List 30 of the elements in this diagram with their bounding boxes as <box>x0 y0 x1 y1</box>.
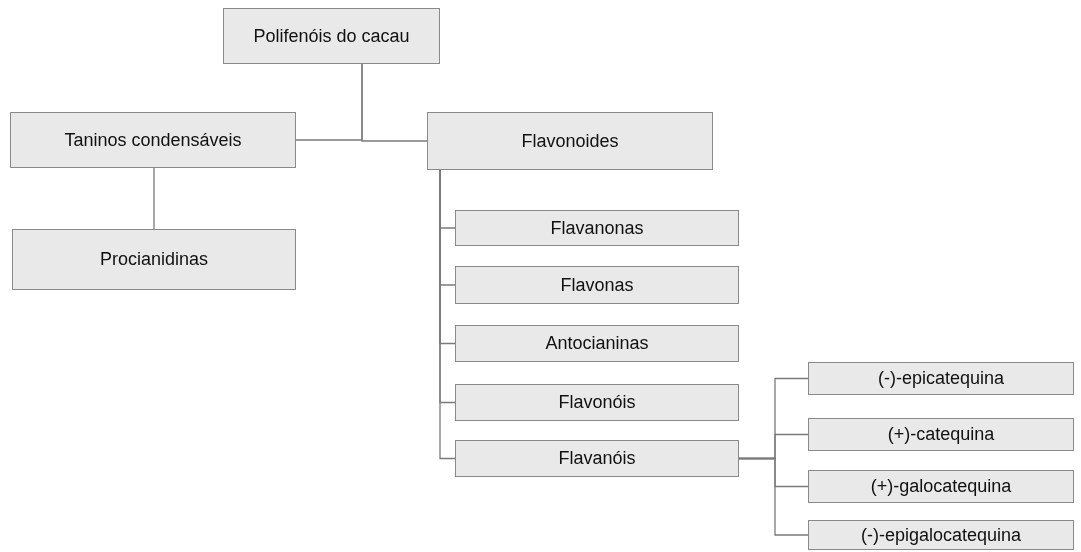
category-label: (-)-epicatequina <box>877 368 1005 389</box>
category-box <box>455 210 739 246</box>
category-label: (+)-catequina <box>887 424 995 445</box>
category-box <box>808 520 1074 550</box>
connector-line <box>153 167 155 230</box>
category-box <box>455 384 739 421</box>
category-box <box>808 470 1074 503</box>
category-label: (+)-galocatequina <box>870 476 1012 497</box>
category-label: Procianidinas <box>99 249 209 270</box>
category-box <box>455 325 739 362</box>
category-box <box>808 418 1074 451</box>
category-label: Flavanóis <box>558 448 636 469</box>
category-label: Flavonoides <box>521 130 619 152</box>
category-label: (-)-epigalocatequina <box>860 524 1022 546</box>
category-box <box>223 8 440 64</box>
category-box <box>12 229 296 290</box>
category-label: Flavonas <box>560 274 634 296</box>
category-label: Flavanonas <box>550 217 644 239</box>
category-label: Polifenóis do cacau <box>253 25 410 47</box>
category-label: Taninos condensáveis <box>64 129 242 151</box>
category-box <box>455 440 739 477</box>
category-box <box>455 266 739 304</box>
connector-line <box>738 457 809 536</box>
connector-line <box>439 169 456 460</box>
connector-line <box>361 63 428 142</box>
category-label: Flavonóis <box>558 392 636 413</box>
category-box <box>808 362 1074 395</box>
category-label: Antocianinas <box>545 333 649 354</box>
category-box <box>10 112 296 168</box>
category-box <box>427 112 713 170</box>
